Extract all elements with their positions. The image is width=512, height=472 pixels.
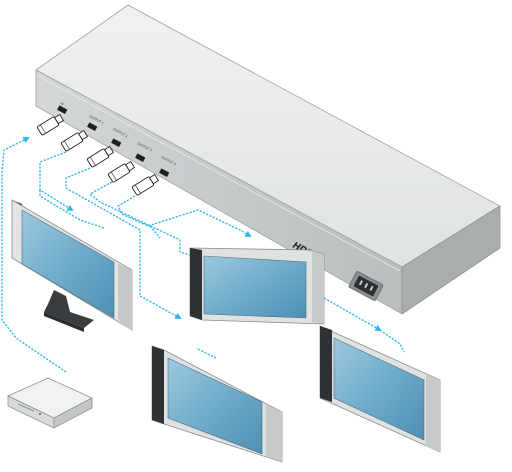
cable-output-2b [195, 347, 217, 359]
cable-output-1b [39, 190, 105, 229]
monitor-left [11, 199, 133, 332]
cable-output-4 [117, 195, 252, 238]
hdmi-plug-in [36, 113, 65, 136]
cable-output-1 [39, 151, 74, 212]
port-output-3: OUTPUT 3 [135, 141, 153, 162]
port-label-output-3: OUTPUT 3 [137, 141, 153, 152]
monitor-bottom-left [151, 345, 283, 463]
hdmi-plug-output-3 [107, 160, 136, 183]
power-inlet-icon [348, 271, 384, 301]
hdmi-plug-output-2 [86, 145, 115, 168]
port-in: IN [57, 101, 68, 114]
port-output-1: OUTPUT 1 [87, 114, 105, 131]
port-label-output-4: OUTPUT 4 [161, 155, 177, 166]
cable-output-3c [379, 329, 405, 353]
port-label-output-1: OUTPUT 1 [89, 114, 105, 125]
port-label-in: IN [60, 101, 65, 106]
monitor-middle [189, 247, 325, 325]
port-output-2: OUTPUT 2 [111, 127, 129, 147]
source-player [7, 377, 93, 429]
hdmi-connector-icon [36, 113, 160, 196]
cable-output-4b [149, 225, 161, 239]
hdmi-plug-output-1 [60, 129, 89, 152]
monitor-bottom-right [319, 325, 441, 453]
cable-output-2 [65, 167, 182, 319]
port-label-output-2: OUTPUT 2 [113, 127, 129, 138]
port-output-4: OUTPUT 4 [159, 155, 177, 177]
hdmi-plug-output-4 [131, 173, 160, 196]
